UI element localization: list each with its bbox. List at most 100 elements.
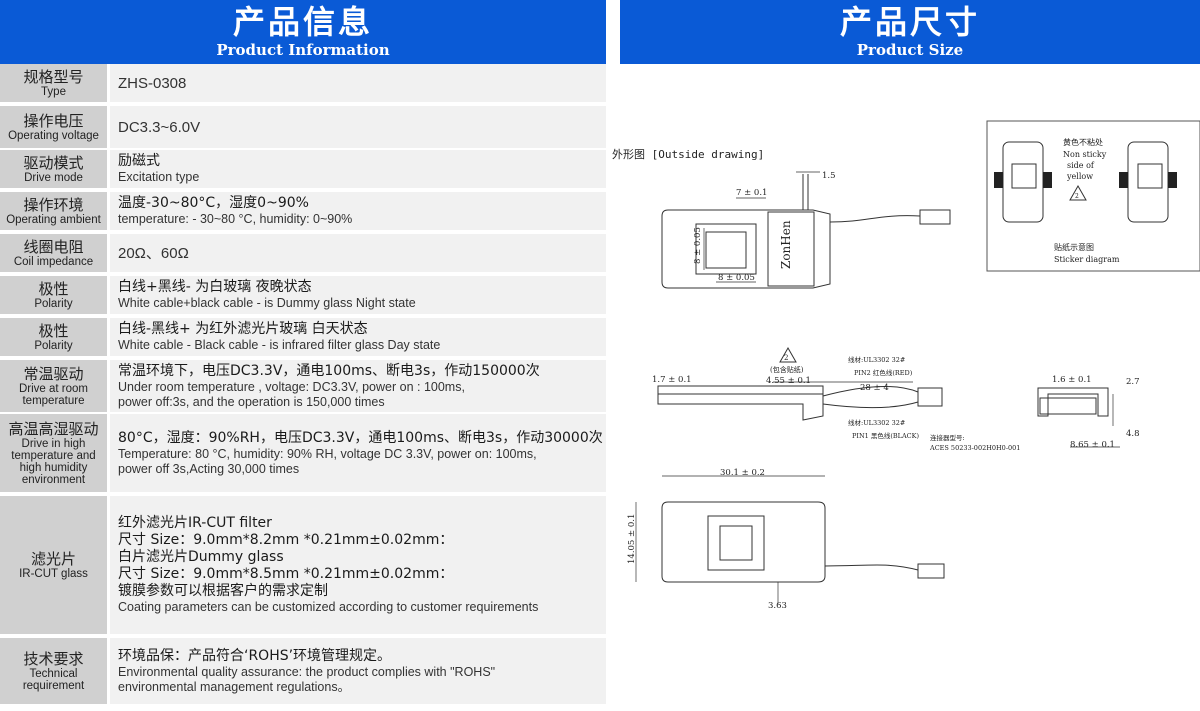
- spec-label-cn: 滤光片: [30, 549, 76, 568]
- spec-label-en: Operating voltage: [8, 129, 99, 142]
- spec-label-en: Polarity: [34, 339, 73, 352]
- dim-d1: 1.5: [822, 171, 836, 181]
- spec-value: 20Ω、60Ω: [110, 234, 606, 272]
- spec-value-line: 励磁式: [118, 153, 160, 169]
- spec-value-line: 白线-黑线+ 为红外滤光片玻璃 白天状态: [118, 321, 368, 337]
- sticker-note-en1: Non sticky: [1063, 150, 1107, 159]
- wire-top-label: 线材:UL3302 32#: [848, 355, 905, 364]
- spec-value-line: power off 3s,Acting 30,000 times: [118, 461, 300, 476]
- spec-label-en: Type: [41, 85, 66, 98]
- spec-value-line: 白片滤光片Dummy glass: [118, 549, 284, 565]
- outside-drawing-title: 外形图 [Outside drawing]: [612, 148, 765, 161]
- spec-label-cn: 高温高湿驱动: [8, 419, 99, 438]
- dim-d2: 7 ± 0.1: [736, 188, 767, 198]
- top-view-lens-inner: [705, 231, 747, 269]
- pin2-label: PIN2 红色线(RED): [854, 368, 913, 377]
- product-info-title-cn: 产品信息: [232, 3, 373, 41]
- spec-value-line: 20Ω、60Ω: [118, 244, 189, 262]
- dim-d14: 3.63: [768, 601, 787, 611]
- spec-label-cn: 操作环境: [23, 195, 84, 214]
- dim-d8: 1.6 ± 0.1: [1052, 375, 1092, 385]
- top-view-body: [661, 209, 831, 289]
- dim-d5: 1.7 ± 0.1: [652, 375, 692, 385]
- wire-bottom-label: 线材:UL3302 32#: [848, 418, 905, 427]
- spec-value-line: 白线+黑线- 为白玻璃 夜晚状态: [118, 279, 312, 295]
- sticker-warning-mark: [1069, 184, 1087, 201]
- sticker-note-en3: yellow: [1066, 172, 1093, 181]
- side-warning-number: 2: [784, 354, 788, 362]
- spec-value: ZHS-0308: [110, 64, 606, 102]
- spec-value-line: 尺寸 Size：9.0mm*8.5mm *0.21mm±0.02mm：: [118, 566, 454, 582]
- sticker-left-view: [1002, 141, 1044, 223]
- product-size-banner: 产品尺寸 Product Size: [620, 0, 1200, 64]
- connector-model: ACES 50233-002H0H0-001: [929, 444, 1020, 452]
- side-view-body: [657, 385, 824, 421]
- spec-value: 环境品保：产品符合‘ROHS’环境管理规定。Environmental qual…: [110, 638, 606, 704]
- spec-value-line: 尺寸 Size：9.0mm*8.2mm *0.21mm±0.02mm：: [118, 532, 454, 548]
- dim-d13: 14.05 ± 0.1: [627, 514, 637, 564]
- spec-value-line: 温度-30~80°C，湿度0~90%: [118, 195, 309, 211]
- spec-label-cn: 操作电压: [23, 111, 84, 130]
- spec-label-en: Operating ambient: [6, 213, 101, 226]
- sticker-warning-number: 2: [1075, 193, 1079, 200]
- product-info-banner: 产品信息 Product Information: [0, 0, 606, 64]
- spec-label-en: Technical requirement: [22, 667, 85, 692]
- spec-label-en: Polarity: [34, 297, 73, 310]
- dim-d4: 8 ± 0.05: [718, 273, 755, 283]
- spec-value-line: 常温环境下，电压DC3.3V，通电100ms、断电3s，作动150000次: [118, 362, 540, 379]
- spec-label-cn: 常温驱动: [23, 364, 84, 383]
- top-view-wire: [829, 215, 921, 223]
- dim-d3: 8 ± 0.05: [693, 227, 703, 264]
- dim-d11: 8.65 ± 0.1: [1070, 440, 1115, 450]
- sticker-diagram-en: Sticker diagram: [1054, 255, 1120, 264]
- spec-value-line: White cable+black cable - is Dummy glass…: [118, 296, 416, 310]
- spec-label-cn: 极性: [38, 321, 69, 340]
- connector-label: 连接器型号:: [930, 433, 965, 442]
- dim-d12: 30.1 ± 0.2: [720, 468, 765, 478]
- spec-value-line: Coating parameters can be customized acc…: [118, 600, 539, 614]
- spec-value-line: White cable - Black cable - is infrared …: [118, 338, 441, 352]
- spec-label-en: Drive at room temperature: [18, 382, 89, 407]
- spec-label-cn: 技术要求: [23, 649, 84, 668]
- spec-label-en: Coil impedance: [13, 255, 94, 268]
- bottom-view-body: [661, 501, 826, 583]
- spec-label-en: Drive in high temperature and high humid…: [11, 437, 96, 486]
- sticker-note: (包含贴纸): [770, 365, 804, 374]
- brand-label: ZonHen: [779, 220, 793, 269]
- dim-d7: 28 ± 4: [860, 383, 889, 393]
- spec-value: 温度-30~80°C，湿度0~90%temperature: - 30~80 °…: [110, 192, 606, 230]
- side-warning-mark: [779, 346, 797, 363]
- spec-label-cn: 规格型号: [23, 67, 84, 86]
- pin1-label: PIN1 黑色线(BLACK): [852, 431, 919, 440]
- bottom-view-wire: [824, 564, 919, 571]
- spec-value-line: Environmental quality assurance: the pro…: [118, 664, 496, 679]
- product-size-title-cn: 产品尺寸: [839, 3, 980, 41]
- end-view-body: [1037, 387, 1109, 417]
- top-view-label: [767, 211, 815, 287]
- spec-label-cn: 线圈电阻: [23, 237, 84, 256]
- spec-value: DC3.3~6.0V: [110, 106, 606, 148]
- bottom-view-lens: [707, 515, 765, 571]
